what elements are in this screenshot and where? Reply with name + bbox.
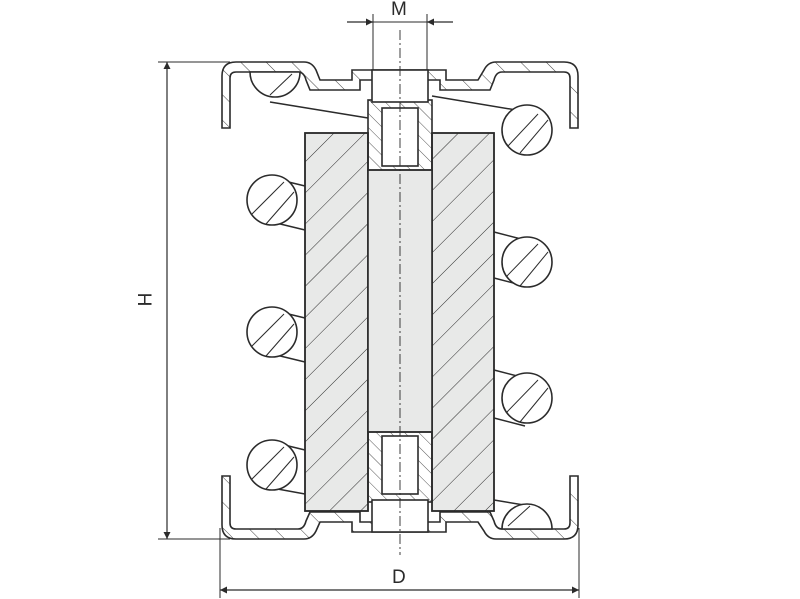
bottom-housing: [221, 475, 579, 540]
spring-wire-sections: [246, 71, 553, 530]
dimension-label-h: H: [135, 292, 157, 307]
dimension-label-d: D: [392, 567, 406, 588]
top-housing: [221, 61, 579, 129]
elastomer-core: [304, 132, 495, 512]
dimension-label-m: M: [391, 0, 407, 20]
dimension-d: [219, 528, 580, 598]
dimension-h: [158, 61, 230, 540]
